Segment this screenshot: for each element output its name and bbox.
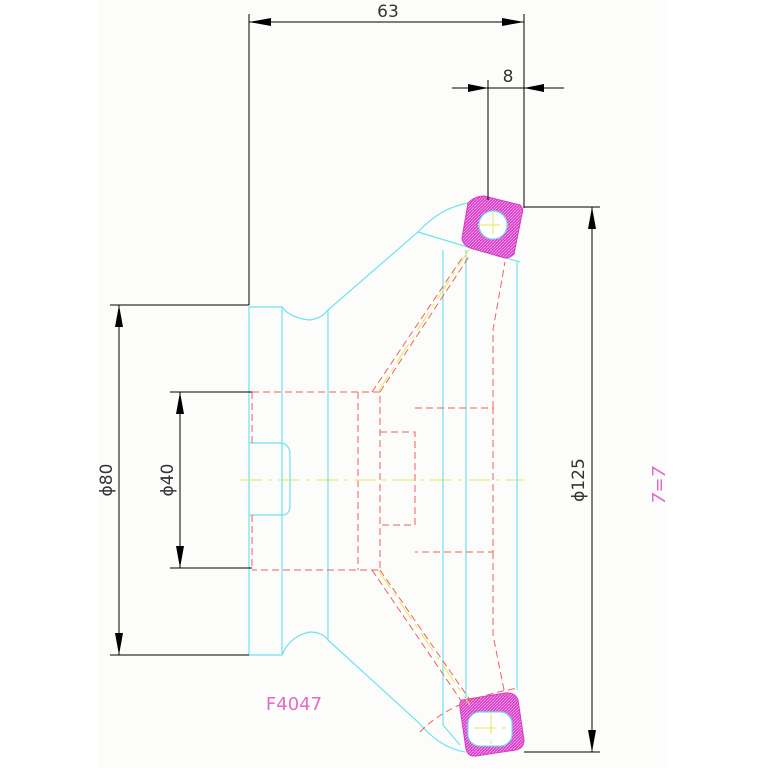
dim-80-arrow-bottom [115,633,123,655]
lower-web [327,639,466,753]
dim-8-label: 8 [503,67,514,87]
dim-8-arrow-right [524,84,544,92]
hub-profile [249,306,329,656]
hidden-lower-web-2 [371,569,463,703]
hidden-keyway [380,431,416,526]
dim-40-lines [170,391,252,569]
hidden-lower-web-1 [379,569,471,701]
dim-63-arrow-right [502,18,524,26]
hidden-lower-rim [492,552,506,696]
dim-40-arrow-top [176,392,184,414]
dim-80-label: ϕ80 [97,464,117,497]
dim-40-arrow-bottom [176,546,184,568]
lower-rim-pocket [467,711,513,747]
center-lines [240,212,525,745]
dim-40-label: ϕ40 [158,464,178,497]
rim-sections [459,195,525,757]
lower-hole-centerline [474,712,508,745]
dim-125-lines [524,206,600,753]
dim-125-arrow-top [588,207,596,229]
dim-125-label: ϕ125 [569,458,589,502]
dimension-lines [110,14,600,753]
hidden-bore [252,391,381,571]
hidden-lines [251,254,519,733]
dim-8-arrow-left [468,84,488,92]
scale-note-label: 7=7 [649,465,670,504]
hidden-recess [415,407,494,553]
hidden-upper-rim [492,261,506,408]
dim-63-label: 63 [377,2,399,22]
lower-web-centerline [377,569,471,706]
flange-corner [442,724,461,746]
hidden-lower-arc [419,687,519,733]
upper-web-centerline [377,247,471,393]
dim-80-arrow-top [115,305,123,327]
upper-hole-centerline [478,212,508,238]
dim-125-arrow-bottom [588,730,596,752]
dim-63-arrow-left [249,18,271,26]
part-outline [248,202,521,753]
hidden-upper-web-1 [379,254,471,393]
dim-80-lines [110,304,249,656]
hidden-upper-web-2 [371,257,463,393]
part-number-label: F4047 [266,694,322,715]
